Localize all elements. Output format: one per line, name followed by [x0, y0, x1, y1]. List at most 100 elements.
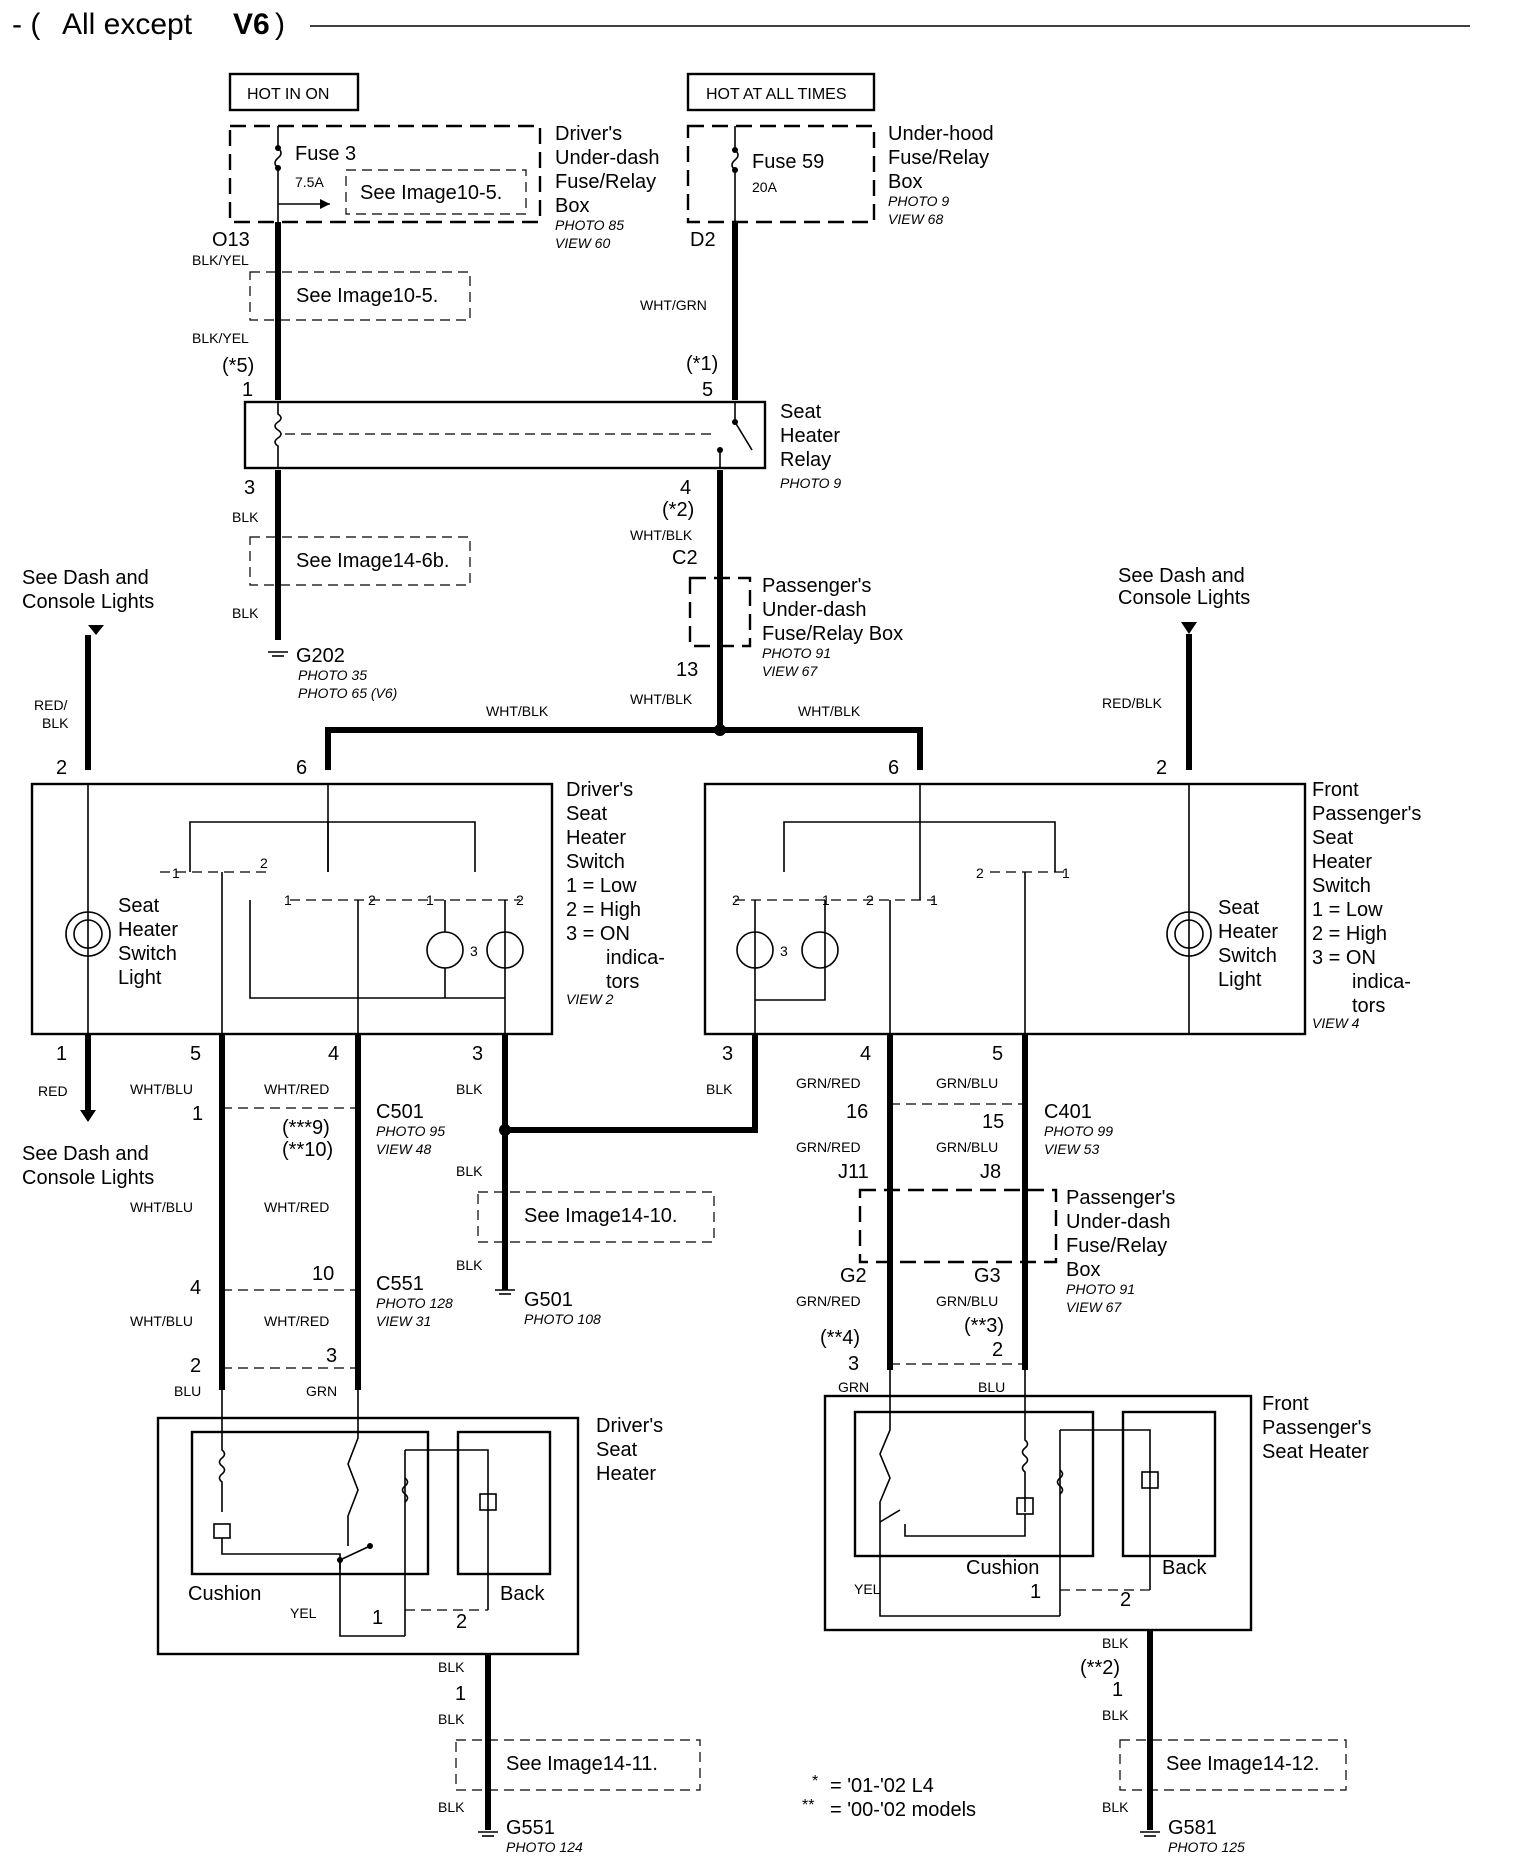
- label: indica-: [606, 947, 665, 969]
- label: 1: [56, 1043, 67, 1065]
- label: WHT/GRN: [640, 297, 707, 313]
- label: RED: [38, 1083, 68, 1099]
- label: BLK: [232, 509, 259, 525]
- label: 1: [172, 865, 180, 881]
- underhood-fuse-box: [686, 124, 876, 224]
- label: 3: [470, 943, 478, 959]
- label: G2: [840, 1265, 867, 1287]
- label: 5: [702, 379, 713, 401]
- label: PHOTO 35: [298, 667, 367, 683]
- label: Heater: [566, 827, 626, 849]
- label: See Dash and: [22, 1143, 149, 1165]
- label: Heater: [1218, 921, 1278, 943]
- title-text: All except: [62, 8, 193, 41]
- light-bulb-icon: [65, 911, 111, 957]
- legend-symbol: **: [802, 1797, 814, 1814]
- label: BLK: [42, 715, 69, 731]
- label: 15: [982, 1111, 1004, 1133]
- label: VIEW 53: [1044, 1141, 1099, 1157]
- label: 1: [1062, 865, 1070, 881]
- label: (**3): [964, 1315, 1004, 1337]
- title-prefix: - (: [12, 8, 40, 41]
- label: Back: [1162, 1557, 1207, 1579]
- driver-fuse-box: [228, 124, 542, 224]
- arrow-icon: [1181, 622, 1197, 634]
- label: 2: [1156, 757, 1167, 779]
- label: Console Lights: [1118, 587, 1250, 609]
- label: 10: [312, 1263, 334, 1285]
- label: (**2): [1080, 1657, 1120, 1679]
- label: PHOTO 95: [376, 1123, 445, 1139]
- label: PHOTO 128: [376, 1295, 453, 1311]
- arrow-icon: [88, 625, 104, 635]
- label: BLU: [978, 1379, 1005, 1395]
- label: BLK/YEL: [192, 330, 249, 346]
- label: 1: [822, 892, 830, 908]
- label: Passenger's: [1312, 803, 1421, 825]
- label: GRN/BLU: [936, 1075, 998, 1091]
- label: Console Lights: [22, 591, 154, 613]
- label: GRN: [838, 1379, 869, 1395]
- label: GRN/BLU: [936, 1293, 998, 1309]
- label: Seat: [118, 895, 160, 917]
- label: 2: [56, 757, 67, 779]
- fuse3-ref: See Image10-5.: [360, 182, 502, 204]
- label: 5: [190, 1043, 201, 1065]
- label: 4: [328, 1043, 339, 1065]
- label: 3: [244, 477, 255, 499]
- label: PHOTO 108: [524, 1311, 601, 1327]
- label: Seat: [780, 401, 822, 423]
- label: O13: [212, 229, 250, 251]
- fuse3-amp: 7.5A: [295, 174, 324, 190]
- label: PHOTO 9: [780, 475, 841, 491]
- label: 3: [472, 1043, 483, 1065]
- label: BLK: [438, 1799, 465, 1815]
- label: C2: [672, 547, 698, 569]
- label: 3 = ON: [566, 923, 630, 945]
- label: GRN/RED: [796, 1139, 861, 1155]
- label: Seat: [596, 1439, 638, 1461]
- label: WHT/BLU: [130, 1081, 193, 1097]
- legend-entry: = '01-'02 L4: [830, 1775, 934, 1797]
- label: Seat: [566, 803, 608, 825]
- label: Under-dash: [1066, 1211, 1171, 1233]
- label: RED/: [34, 697, 68, 713]
- passenger-seat-heater: [823, 1394, 1253, 1632]
- ref-box: [345, 169, 527, 215]
- label: RED/BLK: [1102, 695, 1163, 711]
- hot-always-box: [686, 72, 876, 112]
- label: G581: [1168, 1817, 1217, 1839]
- hot-in-on-label: HOT IN ON: [247, 86, 329, 103]
- label: Cushion: [188, 1583, 261, 1605]
- indicator-light-icon: [486, 931, 524, 969]
- label: Driver's: [566, 779, 633, 801]
- cushion-element: [853, 1410, 1095, 1558]
- fuse3-name: Fuse 3: [295, 143, 356, 165]
- label: VIEW 68: [888, 211, 943, 227]
- cushion-element: [190, 1430, 430, 1576]
- label: BLU: [174, 1383, 201, 1399]
- label: 1: [455, 1683, 466, 1705]
- label: VIEW 4: [1312, 1015, 1360, 1031]
- passenger-fuse-box: [688, 576, 752, 648]
- label: J8: [980, 1161, 1001, 1183]
- label: Switch: [1218, 945, 1277, 967]
- label: 1: [1112, 1679, 1123, 1701]
- driver-seat-heater-switch: [30, 782, 554, 1036]
- label: Fuse/Relay: [888, 147, 989, 169]
- label: (*1): [686, 353, 718, 375]
- label: 1: [242, 379, 253, 401]
- label: WHT/BLU: [130, 1313, 193, 1329]
- label: BLK: [1102, 1635, 1129, 1651]
- label: Under-dash: [762, 599, 867, 621]
- label: Fuse/Relay: [1066, 1235, 1167, 1257]
- label: PHOTO 124: [506, 1839, 583, 1855]
- label: 2: [190, 1355, 201, 1377]
- label: Heater: [596, 1463, 656, 1485]
- arrow-icon: [320, 199, 330, 209]
- label: C551: [376, 1273, 424, 1295]
- label: Driver's: [555, 123, 622, 145]
- title-close: ): [275, 8, 285, 41]
- label: 2: [516, 892, 524, 908]
- label: Front: [1312, 779, 1359, 801]
